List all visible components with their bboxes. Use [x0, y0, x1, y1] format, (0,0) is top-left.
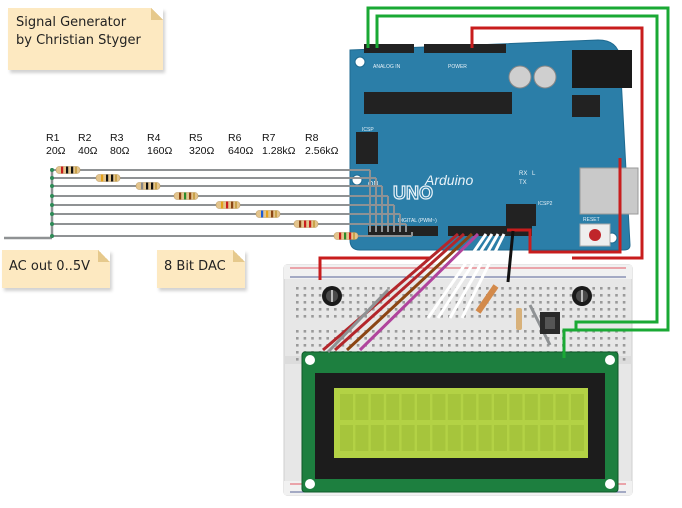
power-label: POWER — [448, 64, 467, 70]
push-button — [540, 312, 560, 334]
resistor-name: R3 — [110, 132, 124, 144]
resistor-name: R2 — [78, 132, 92, 144]
title-note: Signal Generator by Christian Styger — [8, 8, 163, 70]
resistor-name: R1 — [46, 132, 60, 144]
breadboard-resistor-diagonal — [475, 284, 499, 314]
title-line-1: Signal Generator — [16, 15, 127, 30]
resistor-value: 160Ω — [147, 145, 173, 157]
resistor-name: R6 — [228, 132, 242, 144]
on-label: ON — [368, 181, 379, 188]
resistor-value: 1.28kΩ — [262, 145, 296, 157]
arduino-brand: Arduino — [424, 172, 473, 188]
reset-label: RESET — [583, 217, 600, 223]
resistor-value: 40Ω — [78, 145, 98, 157]
analog-in-label: ANALOG IN — [373, 64, 401, 70]
resistor-name: R7 — [262, 132, 276, 144]
resistor-ladder — [4, 166, 413, 240]
resistor-value: 320Ω — [189, 145, 215, 157]
lcd-module — [301, 351, 619, 493]
dac-note: 8 Bit DAC — [157, 250, 245, 288]
arduino-uno-board: Arduino UNO ON RX TX L ICSP ICSP2 RESET … — [349, 39, 639, 251]
rx-label: RX — [519, 171, 527, 177]
lcd-character-grid — [340, 394, 584, 451]
wires — [318, 6, 670, 358]
l-label: L — [532, 171, 536, 177]
potentiometer-left — [322, 286, 342, 306]
ac-out-note: AC out 0..5V — [2, 250, 110, 288]
dac-label: 8 Bit DAC — [164, 259, 226, 274]
icsp-label: ICSP — [362, 127, 374, 133]
arduino-model: UNO — [393, 183, 433, 203]
resistor-value: 80Ω — [110, 145, 130, 157]
resistor-name: R8 — [305, 132, 319, 144]
resistor-name: R5 — [189, 132, 203, 144]
title-line-2: by Christian Styger — [16, 33, 141, 48]
potentiometer-right — [572, 286, 592, 306]
icsp2-label: ICSP2 — [538, 201, 553, 207]
resistor-value: 20Ω — [46, 145, 66, 157]
ac-out-label: AC out 0..5V — [9, 259, 90, 274]
tx-label: TX — [519, 180, 527, 186]
resistor-value: 2.56kΩ — [305, 145, 339, 157]
resistor-name: R4 — [147, 132, 161, 144]
digital-label: DIGITAL (PWM~) — [398, 218, 437, 224]
resistor-value: 640Ω — [228, 145, 254, 157]
breadboard-resistor-vertical — [516, 308, 522, 330]
